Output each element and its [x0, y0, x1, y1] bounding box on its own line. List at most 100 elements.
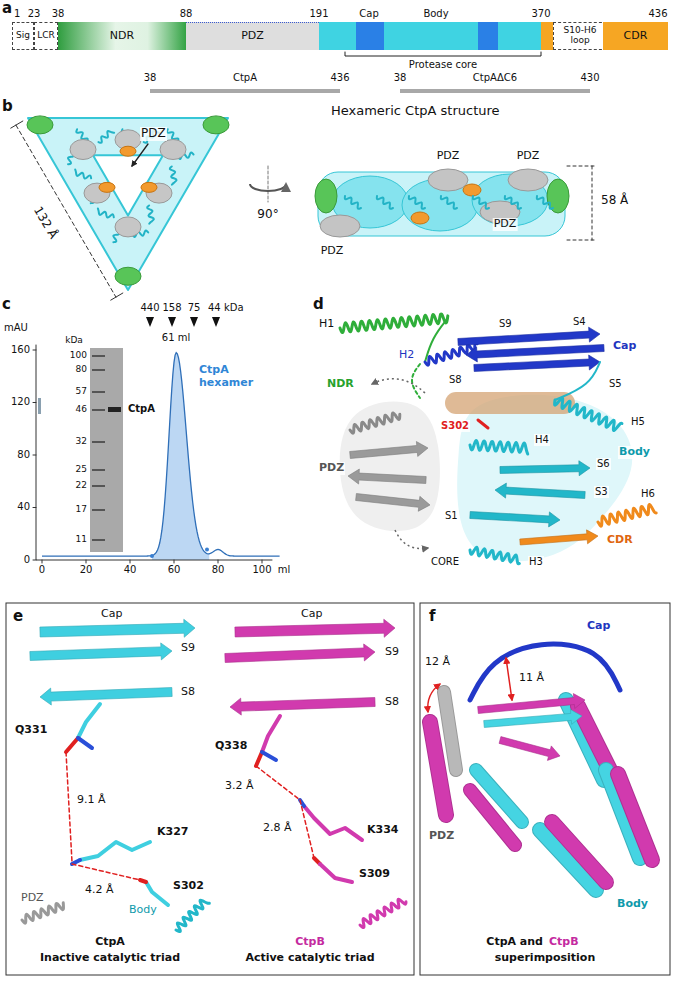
structure-label: PDZ — [318, 462, 345, 475]
panel-letter: c — [1, 296, 12, 313]
pdz-domain — [428, 169, 468, 191]
oxygen-atom — [256, 752, 262, 766]
panel-letter: f — [428, 608, 437, 625]
cdr-domain-box: CDR — [603, 22, 668, 50]
structure-label: Q338 — [214, 740, 248, 753]
structure-label: Body — [128, 904, 158, 917]
structure-label: 90° — [256, 208, 279, 222]
node-text: CDR — [624, 30, 648, 42]
pdz-domain — [160, 140, 186, 160]
axis-label: mAU — [3, 322, 29, 334]
helix-cylinder — [470, 790, 515, 845]
size-marker-arrow — [190, 317, 198, 327]
dimension-line — [16, 125, 116, 297]
residue-stick — [262, 716, 280, 752]
axis-tick — [33, 350, 36, 351]
cdr-domain — [411, 212, 429, 224]
gel-marker: 17 — [75, 504, 88, 514]
residue-number: Body — [422, 8, 449, 20]
gel-marker: 22 — [75, 480, 88, 490]
residue-stick — [146, 882, 168, 905]
cdr-domain — [141, 182, 157, 192]
size-marker-arrow — [168, 317, 176, 327]
alpha-helix — [176, 900, 209, 931]
chart-label: 75 — [187, 302, 202, 314]
chart-label: 158 — [161, 302, 182, 314]
alpha-helix — [75, 169, 91, 178]
distance-line — [66, 752, 72, 862]
panel-title: CtpB — [294, 936, 326, 949]
structure-label: H4 — [534, 434, 550, 446]
structure-label: S8 — [384, 696, 400, 709]
nitrogen-atom — [72, 860, 80, 864]
axis-tick — [33, 455, 36, 456]
structure-label: K327 — [156, 826, 190, 839]
panel-letter: a — [1, 0, 13, 17]
protease-core-bar — [319, 22, 541, 50]
structure-label: S302 — [440, 420, 470, 432]
helix-cylinder — [430, 722, 446, 815]
axis-label: ml — [277, 564, 292, 576]
structure-label: S9 — [498, 318, 513, 330]
helix-cylinder — [444, 692, 456, 770]
alpha-helix — [345, 196, 361, 209]
structure-label: Body — [616, 898, 649, 911]
chart-label: CtpA hexamer — [198, 364, 262, 389]
node-text: NDR — [110, 30, 134, 42]
pdz-domain — [508, 169, 548, 191]
beta-strand — [484, 709, 582, 727]
beta-strand — [40, 619, 195, 637]
structure-label: PDZ — [140, 127, 167, 141]
alpha-helix — [470, 441, 528, 454]
structure-label: S3 — [594, 486, 609, 498]
residue-number: Protease core — [408, 59, 478, 71]
rotation-arrow — [250, 184, 286, 191]
dimension-line — [567, 240, 595, 241]
beta-strand — [230, 698, 375, 716]
residue-stick — [78, 704, 100, 738]
alpha-helix — [377, 196, 393, 209]
panel-title: CtpA — [94, 936, 126, 949]
rotation-axis — [268, 166, 269, 202]
ndr-domain-box: NDR — [58, 22, 186, 50]
structure-label: CORE — [430, 556, 460, 568]
alpha-helix — [170, 166, 177, 184]
ladder-band — [92, 409, 105, 411]
gel-marker: 25 — [75, 464, 88, 474]
structure-label: H2 — [398, 349, 415, 362]
structure-label: H1 — [318, 318, 335, 331]
alpha-helix — [470, 547, 519, 563]
ndr-domain — [203, 116, 229, 134]
structure-label: Cap — [100, 608, 123, 621]
beta-strand — [500, 461, 590, 476]
distance-line — [256, 766, 300, 800]
beta-strand — [499, 737, 560, 761]
pdz-domain — [320, 215, 360, 237]
ndr-domain — [115, 267, 141, 285]
dimension-tick — [111, 293, 123, 300]
node-text: LCR — [37, 31, 55, 41]
structure-label: S302 — [172, 880, 205, 893]
axis-label: 40 — [123, 564, 138, 576]
motion-arrow — [395, 530, 428, 549]
gel-marker: 46 — [75, 404, 88, 414]
alpha-helix — [98, 208, 114, 217]
axis-label: 0 — [23, 554, 31, 566]
ndr-domain — [315, 179, 337, 213]
structure-label: H5 — [630, 416, 646, 428]
panel-title: Active catalytic triad — [244, 952, 375, 965]
residue-number: 191 — [308, 8, 329, 20]
axis-tick — [33, 560, 36, 561]
structure-label: 3.2 Å — [224, 780, 255, 793]
panel-letter: b — [1, 98, 14, 115]
structure-label: Cap — [612, 340, 637, 353]
size-marker-arrow — [146, 317, 154, 327]
panel-title: CtpB — [548, 936, 580, 949]
beta-strand — [225, 644, 375, 663]
alpha-helix — [147, 205, 154, 223]
elution-chart — [33, 317, 280, 563]
axis-label: 160 — [10, 344, 31, 356]
alpha-helix — [537, 196, 553, 209]
residue-number: Cap — [358, 8, 379, 20]
alpha-helix — [441, 196, 457, 209]
